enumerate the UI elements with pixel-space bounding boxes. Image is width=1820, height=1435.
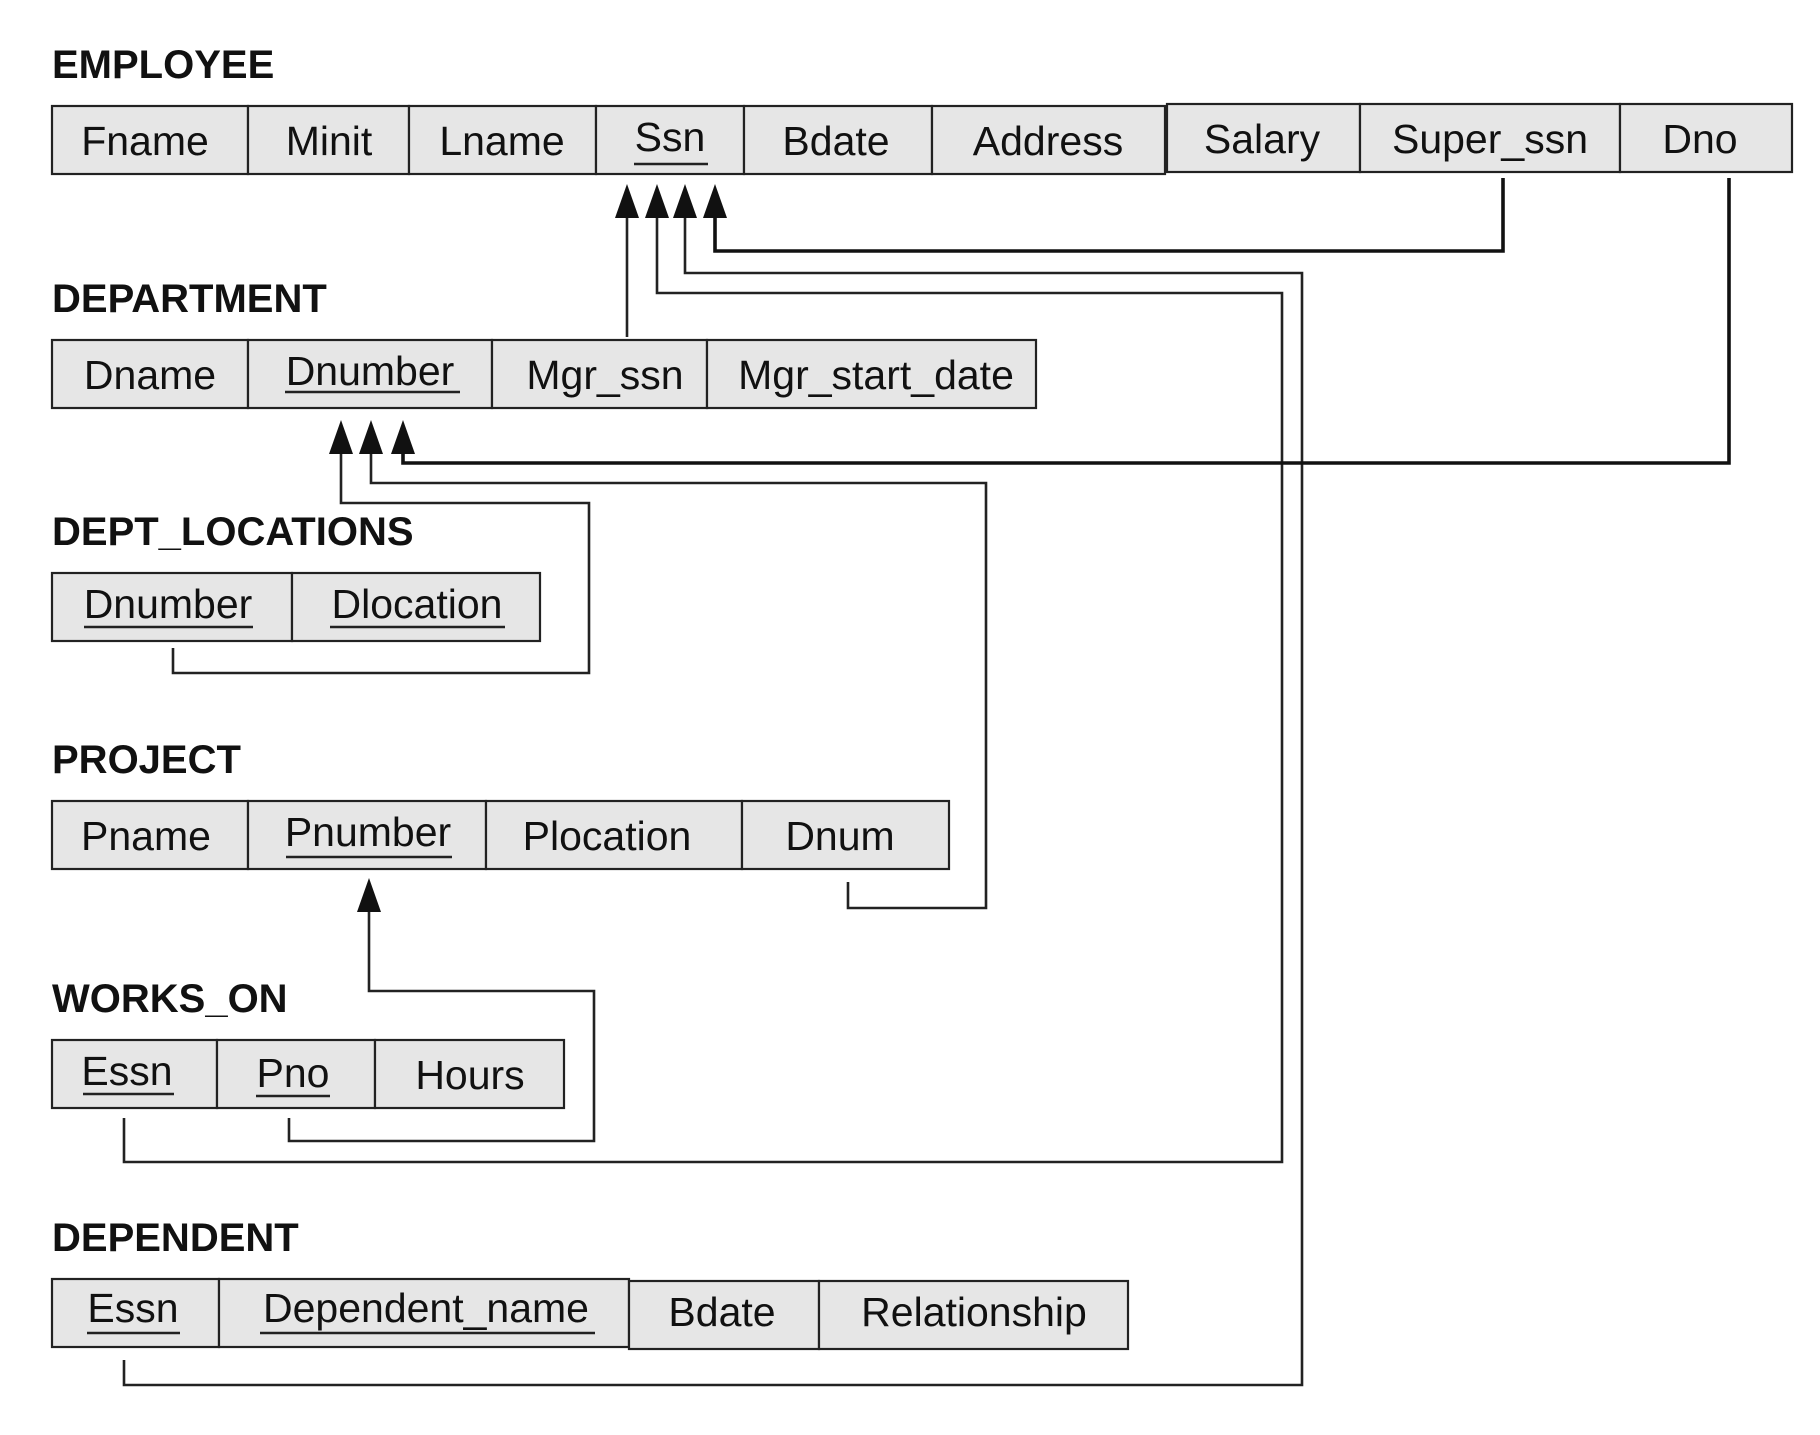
- attr-super-ssn: Super_ssn: [1392, 116, 1588, 162]
- attr-ssn: Ssn: [635, 114, 706, 160]
- attr-salary: Salary: [1204, 116, 1321, 162]
- attr-bdate: Bdate: [668, 1289, 775, 1335]
- employee-attributes: Fname Minit Lname Ssn Bdate Address Sala…: [50, 102, 1794, 176]
- attr-cell: [484, 799, 744, 871]
- attr-cell: [50, 571, 294, 643]
- attr-cell: [742, 104, 934, 176]
- relation-works-on: WORKS_ON Essn Pno Hours: [50, 977, 566, 1110]
- works-on-attributes: Essn Pno Hours: [50, 1038, 566, 1110]
- relation-dept-locations: DEPT_LOCATIONS Dnumber Dlocation: [50, 510, 542, 643]
- relation-dependent: DEPENDENT Essn Dependent_name Bdate Rela…: [50, 1216, 1130, 1351]
- fk-pno-arrowhead: [357, 878, 381, 912]
- attr-cell: [246, 338, 494, 410]
- attr-cell: [817, 1279, 1130, 1351]
- relation-project: PROJECT Pname Pnumber Plocation Dnum: [50, 738, 951, 871]
- relation-title-project: PROJECT: [52, 738, 241, 782]
- attr-dependent-name: Dependent_name: [263, 1285, 589, 1331]
- attr-address: Address: [973, 118, 1123, 164]
- dept-locations-attributes: Dnumber Dlocation: [50, 571, 542, 643]
- attr-dname: Dname: [84, 352, 216, 398]
- attr-essn: Essn: [81, 1048, 172, 1094]
- relation-title-dept-locations: DEPT_LOCATIONS: [52, 510, 414, 554]
- fk-dnum-line: [369, 446, 988, 910]
- attr-minit: Minit: [286, 118, 373, 164]
- attr-cell: [1358, 102, 1622, 174]
- attr-cell: [407, 104, 598, 176]
- attr-cell: [50, 338, 250, 410]
- dependent-attributes: Essn Dependent_name Bdate Relationship: [50, 1277, 1130, 1351]
- attr-pname: Pname: [81, 813, 211, 859]
- attr-cell: [217, 1277, 631, 1349]
- attr-cell: [290, 571, 542, 643]
- attr-cell: [50, 1038, 219, 1110]
- fk-dno-arrowhead: [391, 420, 415, 454]
- attr-essn: Essn: [87, 1285, 178, 1331]
- attr-hours: Hours: [415, 1052, 524, 1098]
- fk-works-on-essn-line: [122, 210, 1284, 1164]
- relation-department: DEPARTMENT Dname Dnumber Mgr_ssn Mgr_sta…: [50, 277, 1038, 410]
- fk-super-ssn-line: [713, 178, 1505, 253]
- attr-cell: [373, 1038, 566, 1110]
- relation-title-dependent: DEPENDENT: [52, 1216, 299, 1260]
- fk-dept-locations-dnumber-line: [171, 446, 591, 675]
- fk-dno-line: [401, 178, 1731, 465]
- attr-dnum: Dnum: [785, 813, 894, 859]
- attr-dno: Dno: [1662, 116, 1737, 162]
- attr-bdate: Bdate: [782, 118, 889, 164]
- fk-mgr-ssn-arrowhead: [615, 184, 639, 218]
- attr-dnumber: Dnumber: [84, 581, 253, 627]
- attr-cell: [627, 1279, 821, 1351]
- fk-super-ssn-arrowhead: [703, 184, 727, 218]
- attr-cell: [705, 338, 1038, 410]
- fk-dependent-essn-arrowhead: [673, 184, 697, 218]
- attr-cell: [246, 104, 411, 176]
- attr-cell: [1618, 102, 1794, 174]
- fk-pno-line: [287, 906, 596, 1143]
- fk-dept-locations-dnumber-arrowhead: [329, 420, 353, 454]
- attr-cell: [740, 799, 951, 871]
- attr-relationship: Relationship: [861, 1289, 1087, 1335]
- relation-title-department: DEPARTMENT: [52, 277, 327, 321]
- attr-cell: [50, 1277, 221, 1349]
- attr-cell: [50, 799, 250, 871]
- fk-dependent-essn-line: [122, 210, 1304, 1387]
- attr-pnumber: Pnumber: [285, 809, 451, 855]
- attr-plocation: Plocation: [523, 813, 692, 859]
- attr-pno: Pno: [257, 1050, 330, 1096]
- attr-fname: Fname: [81, 118, 209, 164]
- attr-cell: [930, 104, 1167, 176]
- attr-dlocation: Dlocation: [332, 581, 503, 627]
- project-attributes: Pname Pnumber Plocation Dnum: [50, 799, 951, 871]
- attr-dnumber: Dnumber: [286, 348, 455, 394]
- foreign-key-connectors: [122, 178, 1731, 1387]
- department-attributes: Dname Dnumber Mgr_ssn Mgr_start_date: [50, 338, 1038, 410]
- attr-lname: Lname: [439, 118, 564, 164]
- fk-works-on-essn-arrowhead: [645, 184, 669, 218]
- attr-cell: [50, 104, 250, 176]
- attr-mgr-ssn: Mgr_ssn: [526, 352, 683, 398]
- relation-employee: EMPLOYEE Fname Minit Lname Ssn Bdate Add…: [50, 43, 1794, 176]
- attr-cell: [1165, 102, 1362, 174]
- attr-mgr-start-date: Mgr_start_date: [738, 352, 1014, 398]
- relation-title-works-on: WORKS_ON: [52, 977, 288, 1021]
- fk-dnum-arrowhead: [359, 420, 383, 454]
- relation-title-employee: EMPLOYEE: [52, 43, 274, 87]
